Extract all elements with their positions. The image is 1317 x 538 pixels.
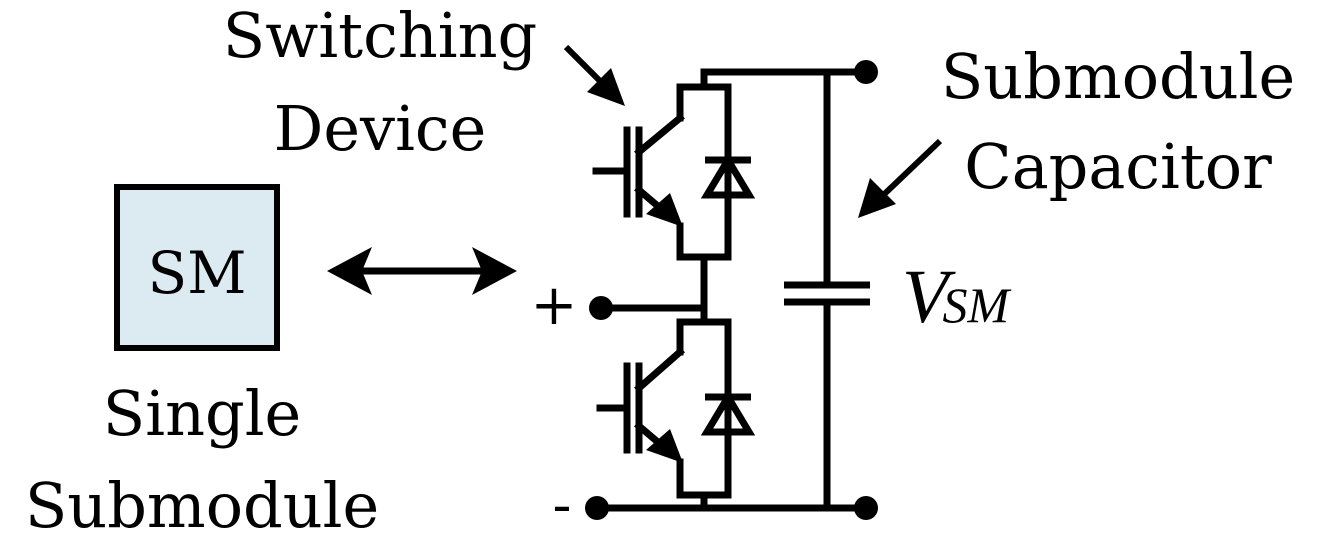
upper-switch-cell (592, 83, 756, 326)
voltage-label-main: V (902, 255, 956, 339)
single-submodule-label-line2: Submodule (25, 469, 379, 538)
bottom-terminal-dot (854, 496, 878, 520)
single-submodule-label-line1: Single (103, 377, 301, 450)
lower-switch-cell (596, 318, 756, 512)
igbt-icon (596, 347, 685, 463)
double-arrow-icon (327, 247, 517, 295)
top-terminal-dot (854, 60, 878, 84)
switching-device-label-line1: Switching (223, 0, 537, 72)
submodule-capacitor-pointer-arrow (858, 138, 943, 218)
minus-terminal-dot (585, 496, 609, 520)
capacitor-icon (784, 281, 870, 306)
voltage-label-subscript: SM (942, 277, 1011, 333)
diode-icon (700, 390, 756, 436)
minus-label: - (553, 473, 572, 538)
diode-icon (700, 153, 756, 199)
submodule-capacitor-label-line1: Submodule (941, 40, 1295, 113)
plus-label: + (531, 273, 578, 338)
submodule-capacitor-label-line2: Capacitor (964, 130, 1272, 203)
sm-box (114, 184, 280, 351)
switching-device-pointer-arrow (563, 44, 625, 106)
igbt-icon (592, 113, 685, 227)
plus-terminal-dot (589, 296, 613, 320)
switching-device-label-line2: Device (274, 92, 487, 165)
voltage-label: VSM (902, 255, 1011, 339)
sm-box-label: SM (147, 239, 246, 307)
